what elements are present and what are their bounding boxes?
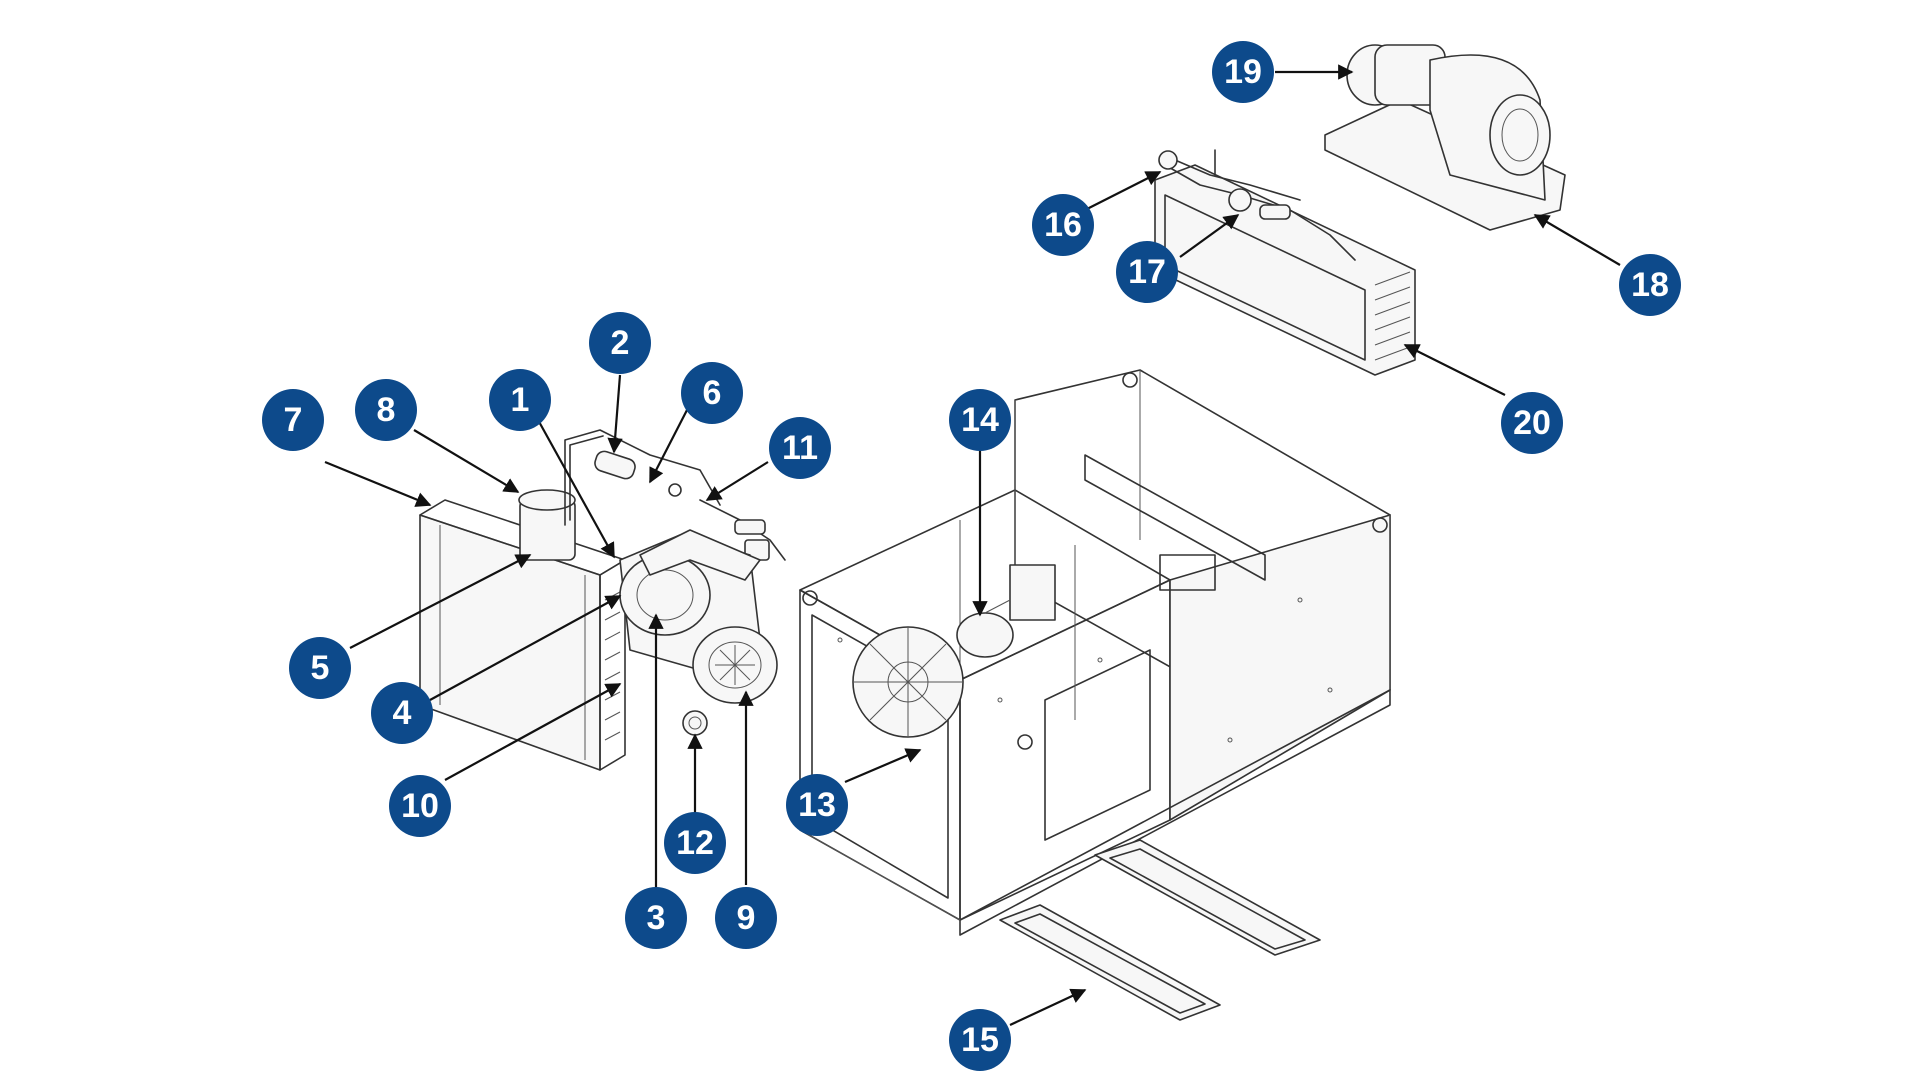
callout-badge-9: 9 — [715, 887, 777, 949]
callout-badge-13: 13 — [786, 774, 848, 836]
callout-badge-3: 3 — [625, 887, 687, 949]
callout-badge-1: 1 — [489, 369, 551, 431]
callout-label: 1 — [511, 381, 530, 419]
leader-lines — [324, 64, 1621, 1026]
callout-label: 19 — [1224, 53, 1262, 91]
callout-badge-2: 2 — [589, 312, 651, 374]
callout-label: 4 — [393, 694, 412, 732]
callout-label: 20 — [1513, 404, 1551, 442]
callout-label: 8 — [377, 391, 396, 429]
callout-badge-19: 19 — [1212, 41, 1274, 103]
callout-badge-7: 7 — [262, 389, 324, 451]
callout-label: 5 — [311, 649, 330, 687]
callout-badge-10: 10 — [389, 775, 451, 837]
compressor-sight-glass — [682, 710, 708, 736]
callout-label: 6 — [703, 374, 722, 412]
callout-label: 2 — [611, 324, 630, 362]
callout-badge-15: 15 — [949, 1009, 1011, 1071]
refrigerant-piping — [564, 429, 786, 561]
callout-label: 10 — [401, 787, 439, 825]
callout-badge-6: 6 — [681, 362, 743, 424]
callout-label: 14 — [961, 401, 999, 439]
callout-badge-5: 5 — [289, 637, 351, 699]
callout-label: 3 — [647, 899, 666, 937]
callout-label: 16 — [1044, 206, 1082, 244]
callout-badge-17: 17 — [1116, 241, 1178, 303]
callout-label: 11 — [782, 429, 818, 467]
evaporator-coil-box — [1154, 164, 1416, 376]
fan-motor — [956, 599, 1014, 658]
callout-label: 15 — [961, 1021, 999, 1059]
base-frame-front — [999, 904, 1221, 1021]
callout-label: 17 — [1128, 253, 1166, 291]
callout-label: 18 — [1631, 266, 1669, 304]
callout-badge-12: 12 — [664, 812, 726, 874]
callout-badge-8: 8 — [355, 379, 417, 441]
callout-badge-4: 4 — [371, 682, 433, 744]
expansion-valve-piping — [1158, 149, 1356, 261]
callout-badge-14: 14 — [949, 389, 1011, 451]
evaporator-grille — [1374, 271, 1411, 361]
condenser-fins — [604, 591, 621, 741]
main-housing — [799, 369, 1391, 936]
blower-assembly — [1324, 44, 1566, 231]
receiver-tank — [518, 489, 576, 561]
callout-badge-18: 18 — [1619, 254, 1681, 316]
callout-badge-11: 11 — [769, 417, 831, 479]
callout-label: 13 — [798, 786, 836, 824]
callout-label: 7 — [284, 401, 303, 439]
callout-badge-20: 20 — [1501, 392, 1563, 454]
callout-label: 12 — [676, 824, 714, 862]
callout-badge-16: 16 — [1032, 194, 1094, 256]
callout-label: 9 — [737, 899, 756, 937]
condenser-fan — [852, 626, 964, 738]
base-frame-back — [1094, 839, 1321, 956]
